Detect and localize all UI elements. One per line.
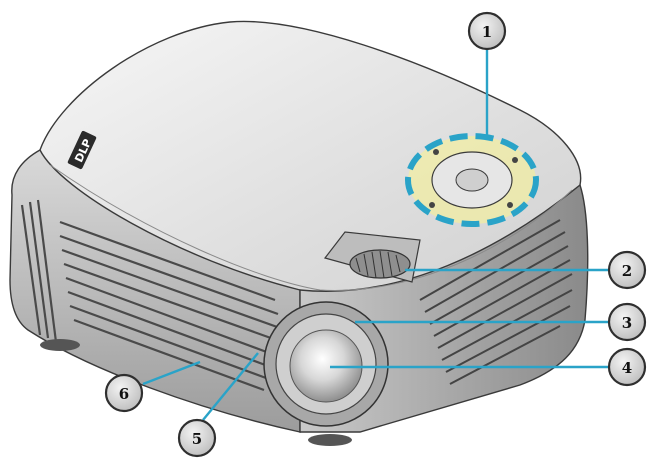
front-foot-right xyxy=(308,434,352,446)
top-bevel-line xyxy=(49,164,573,291)
control-keypad xyxy=(405,133,539,227)
projector-lens xyxy=(263,301,389,427)
callout-badge-3: 3 xyxy=(607,302,647,342)
side-vents xyxy=(419,219,573,385)
keypad-button-2 xyxy=(512,157,518,163)
keypad-ring xyxy=(405,133,539,227)
callout-badge-6: 6 xyxy=(104,373,144,413)
callout-leaders xyxy=(142,49,608,421)
svg-text:2: 2 xyxy=(622,262,632,280)
keypad-inner-circle xyxy=(455,168,489,192)
svg-text:6: 6 xyxy=(119,385,129,403)
leader-6 xyxy=(142,360,201,386)
callout-badge-4: 4 xyxy=(607,347,647,387)
front-vents xyxy=(20,199,283,392)
svg-text:1: 1 xyxy=(482,23,492,41)
callout-badge-5: 5 xyxy=(177,418,217,458)
keypad-button-4 xyxy=(429,202,435,208)
svg-text:3: 3 xyxy=(622,314,632,332)
svg-text:4: 4 xyxy=(622,359,632,377)
keypad-button-1 xyxy=(433,149,439,155)
svg-text:5: 5 xyxy=(192,430,202,448)
leader-5 xyxy=(202,352,259,421)
callout-badge-1: 1 xyxy=(467,11,507,51)
front-foot-left xyxy=(40,339,80,351)
callout-badge-2: 2 xyxy=(607,250,647,290)
zoom-dial xyxy=(323,231,421,283)
keypad-button-3 xyxy=(507,202,513,208)
